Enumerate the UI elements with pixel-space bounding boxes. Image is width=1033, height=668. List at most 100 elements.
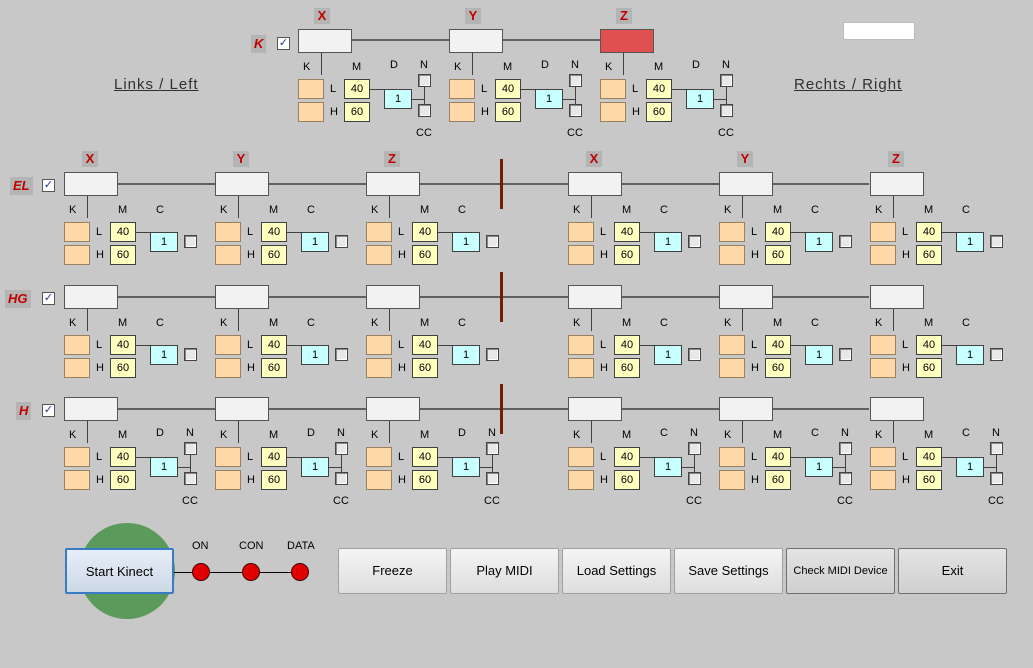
row-el-left-z-high-value[interactable]: 60: [412, 245, 438, 265]
row-k-x-k-high[interactable]: [298, 102, 324, 122]
row-k-checkbox[interactable]: ✓: [277, 37, 290, 50]
row-k-z-k-high[interactable]: [600, 102, 626, 122]
row-el-left-z-k-low[interactable]: [366, 222, 392, 242]
row-h-left-z-value-box[interactable]: [366, 397, 420, 421]
row-h-right-x-n-checkbox[interactable]: [688, 442, 701, 455]
row-el-left-y-k-low[interactable]: [215, 222, 241, 242]
row-h-right-z-value-box[interactable]: [870, 397, 924, 421]
row-h-checkbox[interactable]: ✓: [42, 404, 55, 417]
row-h-left-z-k-high[interactable]: [366, 470, 392, 490]
row-el-left-x-value-box[interactable]: [64, 172, 118, 196]
row-h-right-y-channel-value[interactable]: 1: [805, 457, 833, 477]
row-hg-left-x-k-high[interactable]: [64, 358, 90, 378]
row-el-right-z-low-value[interactable]: 40: [916, 222, 942, 242]
row-hg-right-z-channel-value[interactable]: 1: [956, 345, 984, 365]
row-hg-left-y-c-checkbox[interactable]: [335, 348, 348, 361]
row-el-right-y-channel-value[interactable]: 1: [805, 232, 833, 252]
row-hg-right-z-k-low[interactable]: [870, 335, 896, 355]
row-hg-left-y-channel-value[interactable]: 1: [301, 345, 329, 365]
start-kinect-button[interactable]: Start Kinect: [65, 548, 174, 594]
row-hg-left-y-k-low[interactable]: [215, 335, 241, 355]
top-right-field[interactable]: [843, 22, 915, 40]
row-h-right-z-low-value[interactable]: 40: [916, 447, 942, 467]
row-hg-right-y-low-value[interactable]: 40: [765, 335, 791, 355]
row-h-right-x-cc-checkbox[interactable]: [688, 472, 701, 485]
row-hg-left-x-channel-value[interactable]: 1: [150, 345, 178, 365]
row-hg-left-y-k-high[interactable]: [215, 358, 241, 378]
row-k-x-cc-checkbox[interactable]: [418, 104, 431, 117]
exit-button[interactable]: Exit: [898, 548, 1007, 594]
row-el-right-y-c-checkbox[interactable]: [839, 235, 852, 248]
row-hg-right-z-low-value[interactable]: 40: [916, 335, 942, 355]
row-el-right-z-channel-value[interactable]: 1: [956, 232, 984, 252]
row-hg-right-x-high-value[interactable]: 60: [614, 358, 640, 378]
row-k-y-value-box[interactable]: [449, 29, 503, 53]
row-hg-left-y-value-box[interactable]: [215, 285, 269, 309]
row-h-right-x-k-low[interactable]: [568, 447, 594, 467]
row-h-left-x-k-low[interactable]: [64, 447, 90, 467]
row-h-right-x-low-value[interactable]: 40: [614, 447, 640, 467]
row-h-left-z-cc-checkbox[interactable]: [486, 472, 499, 485]
row-el-left-z-k-high[interactable]: [366, 245, 392, 265]
row-h-right-x-k-high[interactable]: [568, 470, 594, 490]
row-h-left-y-cc-checkbox[interactable]: [335, 472, 348, 485]
row-k-y-high-value[interactable]: 60: [495, 102, 521, 122]
row-k-z-n-checkbox[interactable]: [720, 74, 733, 87]
row-h-left-x-low-value[interactable]: 40: [110, 447, 136, 467]
row-h-left-z-high-value[interactable]: 60: [412, 470, 438, 490]
row-h-right-z-n-checkbox[interactable]: [990, 442, 1003, 455]
row-h-left-x-high-value[interactable]: 60: [110, 470, 136, 490]
row-hg-left-z-high-value[interactable]: 60: [412, 358, 438, 378]
row-hg-right-x-k-high[interactable]: [568, 358, 594, 378]
row-el-left-x-k-high[interactable]: [64, 245, 90, 265]
row-hg-left-x-low-value[interactable]: 40: [110, 335, 136, 355]
row-el-left-z-channel-value[interactable]: 1: [452, 232, 480, 252]
row-h-right-y-high-value[interactable]: 60: [765, 470, 791, 490]
freeze-button[interactable]: Freeze: [338, 548, 447, 594]
row-h-right-y-low-value[interactable]: 40: [765, 447, 791, 467]
row-el-left-y-c-checkbox[interactable]: [335, 235, 348, 248]
row-k-z-k-low[interactable]: [600, 79, 626, 99]
row-el-left-y-low-value[interactable]: 40: [261, 222, 287, 242]
row-el-right-z-k-low[interactable]: [870, 222, 896, 242]
row-hg-left-z-value-box[interactable]: [366, 285, 420, 309]
row-el-right-x-k-high[interactable]: [568, 245, 594, 265]
row-el-left-z-low-value[interactable]: 40: [412, 222, 438, 242]
row-h-left-x-channel-value[interactable]: 1: [150, 457, 178, 477]
row-k-x-low-value[interactable]: 40: [344, 79, 370, 99]
row-hg-left-y-high-value[interactable]: 60: [261, 358, 287, 378]
row-el-left-y-channel-value[interactable]: 1: [301, 232, 329, 252]
row-h-left-y-k-low[interactable]: [215, 447, 241, 467]
row-el-checkbox[interactable]: ✓: [42, 179, 55, 192]
row-h-left-z-channel-value[interactable]: 1: [452, 457, 480, 477]
row-hg-right-y-high-value[interactable]: 60: [765, 358, 791, 378]
row-h-right-y-n-checkbox[interactable]: [839, 442, 852, 455]
row-el-left-y-value-box[interactable]: [215, 172, 269, 196]
row-h-right-x-value-box[interactable]: [568, 397, 622, 421]
row-h-right-z-channel-value[interactable]: 1: [956, 457, 984, 477]
row-hg-left-x-k-low[interactable]: [64, 335, 90, 355]
row-k-z-value-box[interactable]: [600, 29, 654, 53]
save-settings-button[interactable]: Save Settings: [674, 548, 783, 594]
row-k-z-low-value[interactable]: 40: [646, 79, 672, 99]
row-hg-right-x-channel-value[interactable]: 1: [654, 345, 682, 365]
row-k-x-channel-value[interactable]: 1: [384, 89, 412, 109]
row-el-right-z-c-checkbox[interactable]: [990, 235, 1003, 248]
row-hg-left-y-low-value[interactable]: 40: [261, 335, 287, 355]
row-el-right-z-k-high[interactable]: [870, 245, 896, 265]
row-el-left-z-value-box[interactable]: [366, 172, 420, 196]
row-hg-right-y-channel-value[interactable]: 1: [805, 345, 833, 365]
row-hg-left-x-high-value[interactable]: 60: [110, 358, 136, 378]
row-h-left-y-k-high[interactable]: [215, 470, 241, 490]
row-h-left-y-channel-value[interactable]: 1: [301, 457, 329, 477]
row-h-right-x-high-value[interactable]: 60: [614, 470, 640, 490]
row-hg-left-z-low-value[interactable]: 40: [412, 335, 438, 355]
row-hg-left-z-k-high[interactable]: [366, 358, 392, 378]
row-k-y-k-high[interactable]: [449, 102, 475, 122]
row-h-right-y-k-low[interactable]: [719, 447, 745, 467]
row-h-left-x-k-high[interactable]: [64, 470, 90, 490]
row-hg-right-y-value-box[interactable]: [719, 285, 773, 309]
row-el-left-x-low-value[interactable]: 40: [110, 222, 136, 242]
row-el-right-y-k-low[interactable]: [719, 222, 745, 242]
row-hg-right-x-low-value[interactable]: 40: [614, 335, 640, 355]
